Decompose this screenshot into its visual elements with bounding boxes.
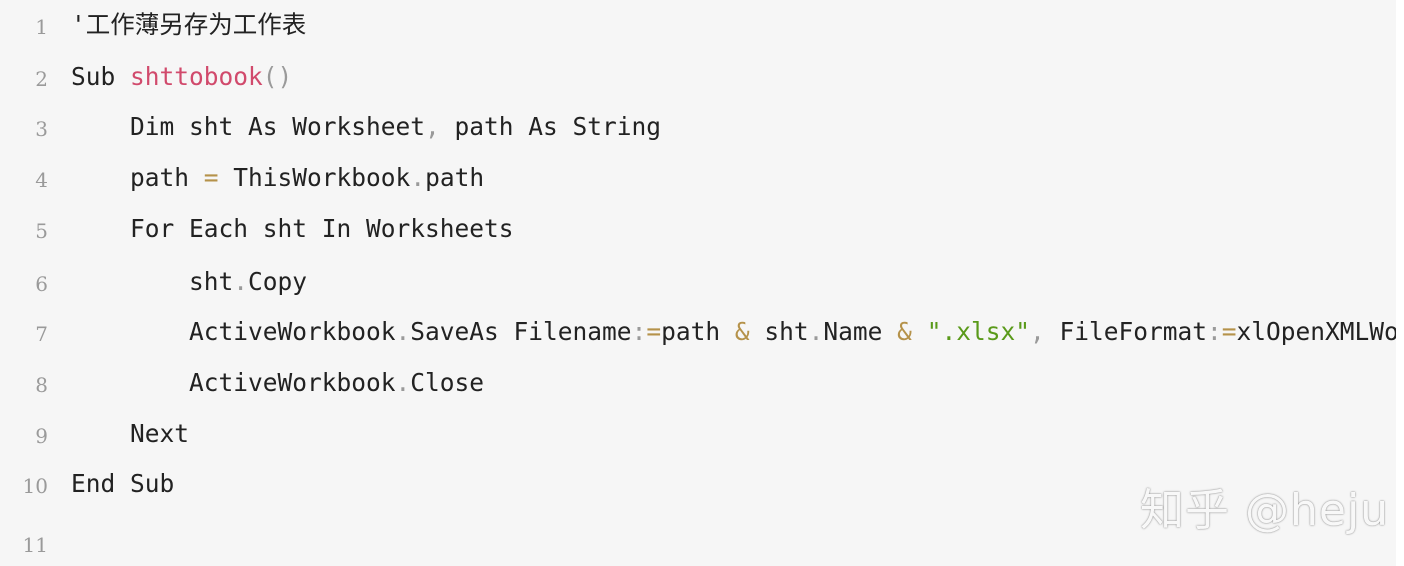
line-number: 5 (35, 219, 48, 243)
code-token: path (130, 163, 204, 192)
line-number: 2 (35, 67, 48, 91)
line-number: 3 (35, 117, 48, 141)
line-number: 10 (22, 474, 48, 498)
code-token: Copy (248, 267, 308, 296)
operator: & (734, 317, 750, 346)
colon: : (631, 317, 647, 346)
line-number: 6 (35, 272, 48, 296)
dot: . (395, 368, 411, 397)
string-literal: ".xlsx" (911, 317, 1030, 346)
line-number: 9 (35, 424, 48, 448)
code-line: 5 For Each sht In Worksheets (0, 209, 1396, 249)
comma: , (1029, 317, 1045, 346)
code-line: 9 Next (0, 414, 1396, 454)
code-text: path = ThisWorkbook.path (71, 158, 484, 198)
line-number: 1 (35, 15, 48, 39)
dot: . (808, 317, 824, 346)
code-text: '工作薄另存为工作表 (71, 5, 306, 45)
line-number: 11 (22, 533, 48, 557)
code-token: ActiveWorkbook (189, 368, 396, 397)
page-edge (1396, 0, 1404, 566)
dot: . (410, 163, 426, 192)
comma: , (425, 112, 440, 141)
code-line: 11 (0, 523, 1396, 563)
code-token: For Each sht In Worksheets (130, 214, 514, 243)
code-text: ActiveWorkbook.SaveAs Filename:=path & s… (71, 312, 1396, 352)
code-line: 3 Dim sht As Worksheet, path As String (0, 107, 1396, 147)
code-token: sht (189, 267, 234, 296)
comment: '工作薄另存为工作表 (71, 10, 307, 39)
code-line: 6 sht.Copy (0, 262, 1396, 302)
line-number: 4 (35, 168, 48, 192)
parentheses: () (262, 62, 293, 91)
keyword: Sub (71, 62, 116, 91)
dot: . (395, 317, 411, 346)
watermark: 知乎 @heju (1140, 485, 1390, 536)
code-text: ActiveWorkbook.Close (71, 363, 484, 403)
operator: = (646, 317, 662, 346)
code-token: End Sub (71, 469, 175, 498)
operator: & (897, 317, 912, 346)
code-token: path (425, 163, 485, 192)
code-token: SaveAs Filename (410, 317, 632, 346)
code-token: Close (410, 368, 485, 397)
code-token: path As String (439, 112, 662, 141)
code-text: Sub shttobook() (71, 57, 292, 97)
code-text: For Each sht In Worksheets (71, 209, 514, 249)
code-token: FileFormat (1044, 317, 1207, 346)
line-number: 8 (35, 373, 48, 397)
code-line: 8 ActiveWorkbook.Close (0, 363, 1396, 403)
code-text: Next (71, 414, 189, 454)
dot: . (233, 267, 249, 296)
code-text: Dim sht As Worksheet, path As String (71, 107, 661, 147)
line-number: 7 (35, 322, 48, 346)
colon: : (1206, 317, 1222, 346)
code-text: End Sub (71, 464, 174, 504)
code-token: path (661, 317, 735, 346)
operator: = (1221, 317, 1237, 346)
code-token: ThisWorkbook (218, 163, 411, 192)
code-line: 1 '工作薄另存为工作表 (0, 5, 1396, 45)
code-token: xlOpenXMLWorkbook (1236, 317, 1396, 346)
function-name: shttobook (130, 62, 263, 91)
code-token: Name (823, 317, 898, 346)
code-line: 10 End Sub (0, 464, 1396, 504)
code-token: sht (749, 317, 809, 346)
code-line: 7 ActiveWorkbook.SaveAs Filename:=path &… (0, 312, 1396, 352)
code-line: 2 Sub shttobook() (0, 57, 1396, 97)
code-token: Next (130, 419, 190, 448)
operator: = (203, 163, 219, 192)
code-text: sht.Copy (71, 262, 307, 302)
code-token: ActiveWorkbook (189, 317, 396, 346)
code-token: Dim sht As Worksheet (130, 112, 426, 141)
code-line: 4 path = ThisWorkbook.path (0, 158, 1396, 198)
